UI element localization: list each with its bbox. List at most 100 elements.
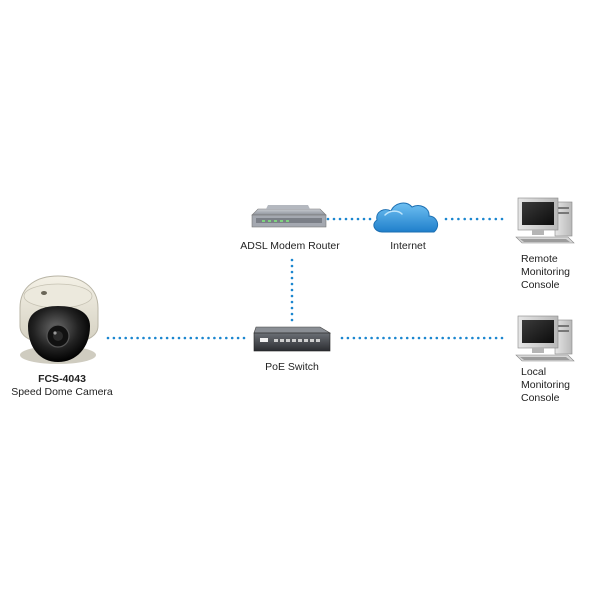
connection-dot <box>112 336 116 340</box>
connection-dot <box>350 217 354 221</box>
remote-console-label: Remote Monitoring Console <box>521 253 591 292</box>
connection-dot <box>405 336 409 340</box>
local-console-label-line2: Monitoring <box>521 379 571 391</box>
remote-console-label-line2: Monitoring <box>521 266 571 278</box>
connection-dot <box>242 336 246 340</box>
connection-dot <box>362 217 366 221</box>
connection-dot <box>459 336 462 340</box>
connection-dot <box>447 336 451 340</box>
connection-dot <box>429 336 433 340</box>
connection-dot <box>118 336 122 340</box>
switch-label: PoE Switch <box>265 361 319 373</box>
connection-dot <box>453 336 456 340</box>
connection-dot <box>475 217 479 221</box>
connection-dot <box>290 270 294 274</box>
connection-dot <box>230 336 234 340</box>
connection-dot <box>441 336 445 340</box>
connection-dot <box>450 217 454 221</box>
connection-dot <box>423 336 427 340</box>
connection-dot <box>165 336 169 340</box>
connection-dot <box>382 336 385 340</box>
local-console-label-line1: Local <box>521 366 547 378</box>
connection-dot <box>290 318 294 322</box>
connection-dot <box>358 336 362 340</box>
connection-dot <box>370 336 373 340</box>
connection-dot <box>346 336 350 340</box>
connection-dot <box>130 336 133 340</box>
connection-dot <box>159 336 163 340</box>
connection-dot <box>142 336 145 340</box>
connection-dot <box>471 336 474 340</box>
connection-dot <box>388 336 391 340</box>
connection-router-internet <box>326 217 372 221</box>
connection-dot <box>154 336 157 340</box>
connection-dot <box>207 336 210 340</box>
connection-dot <box>290 258 294 262</box>
local-console-label: Local Monitoring Console <box>521 366 591 405</box>
local-monitoring-console-icon <box>515 315 575 362</box>
remote-console-label-line3: Console <box>521 279 560 291</box>
connection-dot <box>463 217 467 221</box>
connection-dot <box>326 217 330 221</box>
connection-dot <box>219 336 222 340</box>
remote-monitoring-console-icon <box>515 197 575 244</box>
connection-dot <box>457 217 460 221</box>
router-label: ADSL Modem Router <box>240 240 340 252</box>
connection-dot <box>469 217 473 221</box>
connection-dot <box>136 336 139 340</box>
connection-dot <box>435 336 439 340</box>
connection-dot <box>177 336 181 340</box>
connection-dot <box>148 336 151 340</box>
local-console-label-line3: Console <box>521 392 560 404</box>
connection-dot <box>482 336 486 340</box>
connection-dot <box>444 217 448 221</box>
connection-internet-remote-console <box>444 217 504 221</box>
adsl-modem-router-icon <box>251 205 327 228</box>
camera-model-label: FCS-4043 <box>38 373 86 385</box>
connection-dot <box>290 294 294 298</box>
connection-dot <box>394 336 397 340</box>
connection-dot <box>189 336 193 340</box>
internet-label: Internet <box>390 240 426 252</box>
connection-dot <box>124 336 127 340</box>
connection-dot <box>106 336 110 340</box>
connection-dot <box>201 336 204 340</box>
connection-dot <box>290 288 294 292</box>
connection-camera-switch <box>106 336 246 340</box>
connection-dot <box>290 312 294 316</box>
connection-dot <box>340 336 344 340</box>
connection-dot <box>183 336 187 340</box>
connection-dot <box>488 336 492 340</box>
connection-dot <box>376 336 379 340</box>
connection-dot <box>400 336 403 340</box>
connection-dot <box>368 217 372 221</box>
connection-dot <box>290 282 294 286</box>
connection-switch-local-console <box>340 336 504 340</box>
connection-dot <box>500 336 504 340</box>
connection-dot <box>344 217 348 221</box>
connection-dot <box>171 336 175 340</box>
remote-console-label-line1: Remote <box>521 253 558 265</box>
poe-switch-icon <box>253 326 332 352</box>
connection-dot <box>356 217 360 221</box>
connection-dot <box>352 336 356 340</box>
connection-dot <box>500 217 504 221</box>
connection-dot <box>494 336 498 340</box>
connection-dot <box>225 336 228 340</box>
connection-switch-router <box>290 258 294 322</box>
connection-dot <box>290 264 294 268</box>
connection-dot <box>290 306 294 310</box>
connection-dot <box>332 217 336 221</box>
connection-dot <box>417 336 421 340</box>
connection-dot <box>488 217 491 221</box>
connection-dot <box>465 336 468 340</box>
camera-label: Speed Dome Camera <box>11 386 113 398</box>
connection-dot <box>338 217 342 221</box>
speed-dome-camera-icon <box>19 275 99 364</box>
internet-cloud-icon <box>373 202 439 233</box>
connection-dot <box>494 217 498 221</box>
connection-dot <box>411 336 415 340</box>
connection-dot <box>290 300 294 304</box>
connection-dot <box>482 217 485 221</box>
